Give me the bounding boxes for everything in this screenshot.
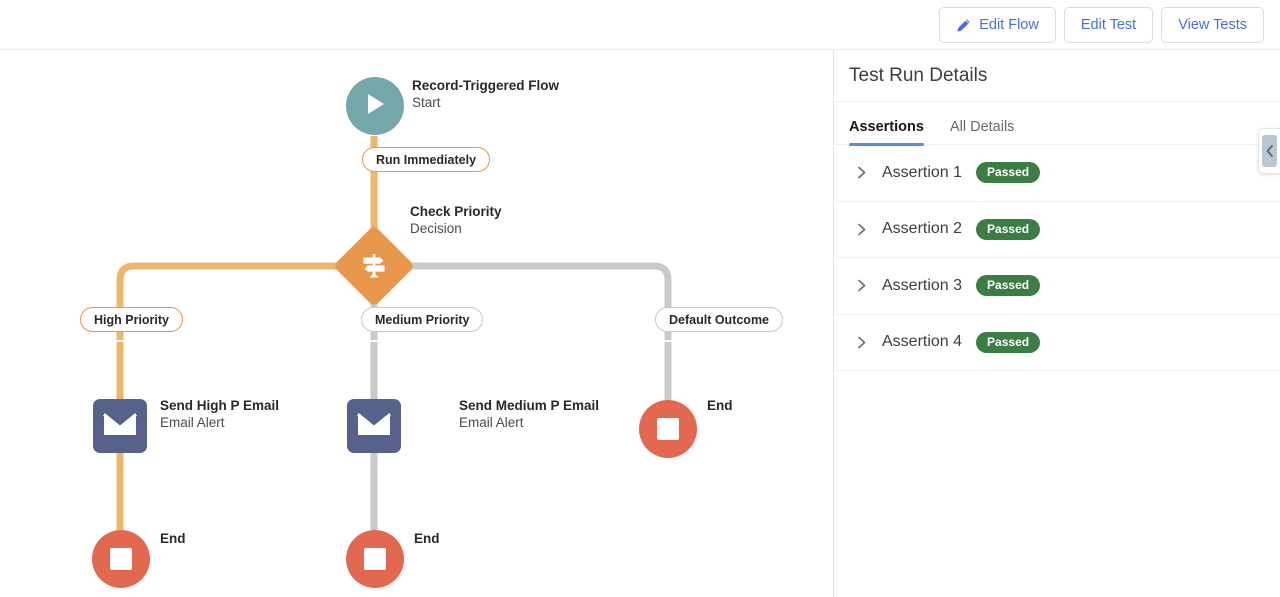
end-high-circle [92,530,150,588]
view-tests-label: View Tests [1178,17,1247,33]
node-start[interactable] [346,77,404,135]
pill-run-immediately-label: Run Immediately [376,152,477,167]
chevron-left-icon [1262,135,1277,167]
node-end-default[interactable] [639,400,697,458]
node-decision[interactable] [332,224,416,308]
chevron-right-icon[interactable] [855,279,868,292]
start-circle [346,77,404,135]
pill-default-outcome-label: Default Outcome [669,312,770,327]
node-email-high-labels: Send High P Email Email Alert [160,397,279,432]
node-start-subtitle: Start [412,95,441,110]
assertion-name: Assertion 4 [882,333,963,351]
pill-medium-priority[interactable]: Medium Priority [361,307,484,332]
assertions-list: Assertion 1 Passed Assertion 2 Passed [835,145,1280,371]
node-end-high[interactable] [92,530,150,588]
end-medium-circle [346,530,404,588]
tab-assertions[interactable]: Assertions [849,119,924,146]
tab-all-details[interactable]: All Details [950,119,1014,145]
view-tests-button[interactable]: View Tests [1161,7,1264,43]
toolbar-actions: Edit Flow Edit Test View Tests [939,7,1264,43]
edit-test-label: Edit Test [1080,17,1137,33]
connector-decision-to-default [398,262,672,340]
status-badge: Passed [976,275,1041,297]
node-email-medium-title: Send Medium P Email [459,398,600,413]
chevron-right-icon[interactable] [855,336,868,349]
test-run-details-panel: Test Run Details Assertions All Details … [835,50,1280,597]
tab-assertions-label: Assertions [849,119,924,135]
play-icon [362,90,388,123]
node-decision-subtitle: Decision [410,221,462,236]
node-email-high-subtitle: Email Alert [160,415,225,430]
assertion-row[interactable]: Assertion 3 Passed [835,258,1280,315]
node-start-labels: Record-Triggered Flow Start [412,77,559,112]
stop-icon [364,548,386,570]
panel-header: Test Run Details [835,50,1280,102]
assertion-row[interactable]: Assertion 2 Passed [835,202,1280,258]
tab-all-details-label: All Details [949,119,1015,135]
node-decision-labels: Check Priority Decision [410,203,502,238]
stop-icon [110,548,132,570]
assertion-name: Assertion 1 [882,163,963,181]
edit-test-button[interactable]: Edit Test [1063,7,1154,43]
pill-medium-priority-label: Medium Priority [375,312,470,327]
pill-default-outcome[interactable]: Default Outcome [655,307,784,332]
stop-icon [657,418,679,440]
node-end-high-title: End [160,531,186,546]
chevron-right-icon[interactable] [855,166,868,179]
edit-flow-button[interactable]: Edit Flow [939,7,1056,43]
assertion-row[interactable]: Assertion 1 Passed [835,145,1280,202]
node-email-medium[interactable] [347,399,401,453]
node-start-title: Record-Triggered Flow [412,78,560,93]
pencil-icon [956,18,971,33]
node-email-medium-labels: Send Medium P Email Email Alert [459,397,599,432]
assertion-row[interactable]: Assertion 4 Passed [835,315,1280,371]
decision-diamond [332,224,416,308]
node-email-high[interactable] [93,399,147,453]
node-end-default-title: End [707,398,733,413]
chevron-right-icon[interactable] [855,223,868,236]
node-end-medium[interactable] [346,530,404,588]
node-email-high-title: Send High P Email [160,398,280,413]
envelope-icon [356,411,392,442]
status-badge: Passed [976,331,1041,353]
node-email-medium-subtitle: Email Alert [459,415,524,430]
node-decision-title: Check Priority [410,204,502,219]
email-high-box [93,399,147,453]
pill-high-priority-label: High Priority [94,312,170,327]
node-end-medium-title: End [414,531,440,546]
panel-tabs: Assertions All Details [835,118,1280,146]
email-medium-box [347,399,401,453]
envelope-icon [102,411,138,442]
flow-canvas[interactable]: Record-Triggered Flow Start Run Immediat… [0,50,834,597]
end-default-circle [639,400,697,458]
collapse-panel-button[interactable] [1258,128,1280,174]
edit-flow-label: Edit Flow [979,17,1039,33]
status-badge: Passed [976,162,1041,184]
panel-title: Test Run Details [849,64,988,86]
pill-high-priority[interactable]: High Priority [80,307,184,332]
connector-decision-to-high [116,262,374,340]
assertion-name: Assertion 2 [882,220,963,238]
pill-run-immediately[interactable]: Run Immediately [362,147,491,172]
signpost-icon [359,251,389,281]
top-toolbar: Edit Flow Edit Test View Tests [0,0,1280,50]
status-badge: Passed [976,218,1041,240]
assertion-name: Assertion 3 [882,276,963,294]
